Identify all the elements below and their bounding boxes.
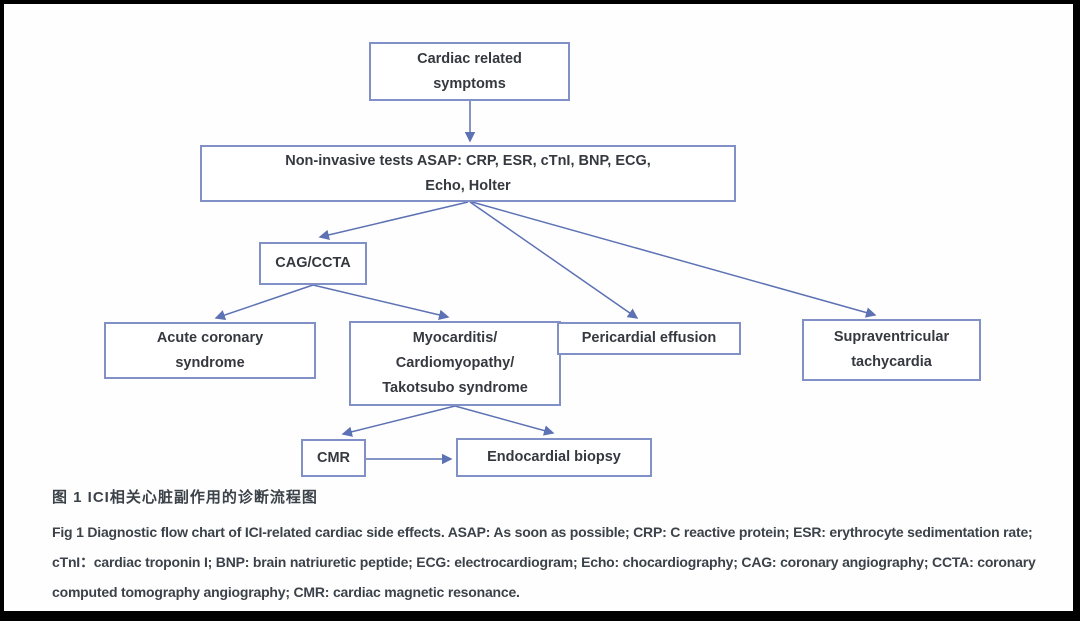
arrow-tests-to-cagccta — [318, 201, 469, 241]
node-cmr: CMR — [301, 439, 366, 477]
arrow-cagccta-to-myocarditis — [312, 284, 450, 321]
flowchart-arrows — [214, 101, 877, 465]
node-cag-ccta: CAG/CCTA — [259, 242, 367, 285]
node-supraventricular-tachycardia: Supraventricular tachycardia — [802, 319, 981, 381]
flowchart: Cardiac related symptoms Non-invasive te… — [4, 4, 1080, 625]
arrow-tests-to-supraventricular — [471, 201, 877, 318]
arrow-myocarditis-to-biopsy — [454, 405, 555, 436]
node-cardiac-symptoms: Cardiac related symptoms — [369, 42, 570, 101]
caption-chinese: 图 1 ICI相关心脏副作用的诊断流程图 — [52, 489, 318, 506]
caption-english: Fig 1 Diagnostic flow chart of ICI-relat… — [52, 524, 1036, 600]
node-acute-coronary-syndrome: Acute coronary syndrome — [104, 322, 316, 379]
arrow-myocarditis-to-cmr — [341, 405, 456, 437]
figure-caption: 图 1 ICI相关心脏副作用的诊断流程图 Fig 1 Diagnostic fl… — [52, 488, 1047, 607]
node-endocardial-biopsy: Endocardial biopsy — [456, 438, 652, 477]
node-non-invasive-tests: Non-invasive tests ASAP: CRP, ESR, cTnI,… — [200, 145, 736, 202]
arrow-tests-to-pericardial — [469, 201, 639, 319]
arrow-cagccta-to-acute — [214, 284, 314, 321]
node-myocarditis: Myocarditis/ Cardiomyopathy/ Takotsubo s… — [349, 321, 561, 406]
node-pericardial-effusion: Pericardial effusion — [557, 322, 741, 355]
